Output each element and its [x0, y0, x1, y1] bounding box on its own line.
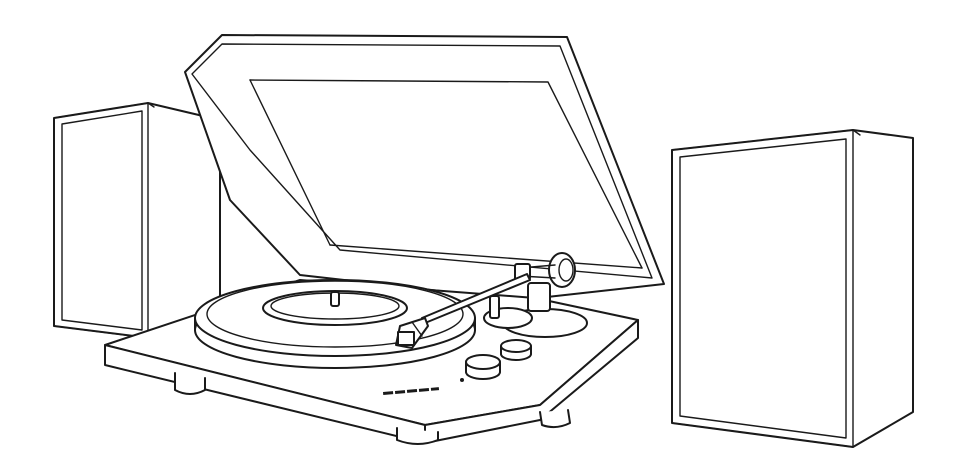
- tonearm-assembly: [395, 252, 588, 349]
- platter: [194, 279, 476, 369]
- dust-cover-lid: [184, 34, 665, 301]
- left-speaker: [53, 102, 221, 339]
- front-foot: [396, 427, 439, 445]
- power-indicator: [460, 378, 464, 382]
- cartridge: [397, 331, 415, 346]
- controls: [460, 339, 532, 382]
- spindle: [330, 291, 340, 307]
- front-left-foot: [174, 372, 206, 395]
- speed-knob: [500, 339, 532, 361]
- volume-knob: [465, 354, 501, 380]
- counterweight: [548, 252, 576, 288]
- brand-plate: [383, 387, 440, 395]
- right-speaker: [671, 129, 914, 448]
- rear-right-foot: [539, 409, 571, 429]
